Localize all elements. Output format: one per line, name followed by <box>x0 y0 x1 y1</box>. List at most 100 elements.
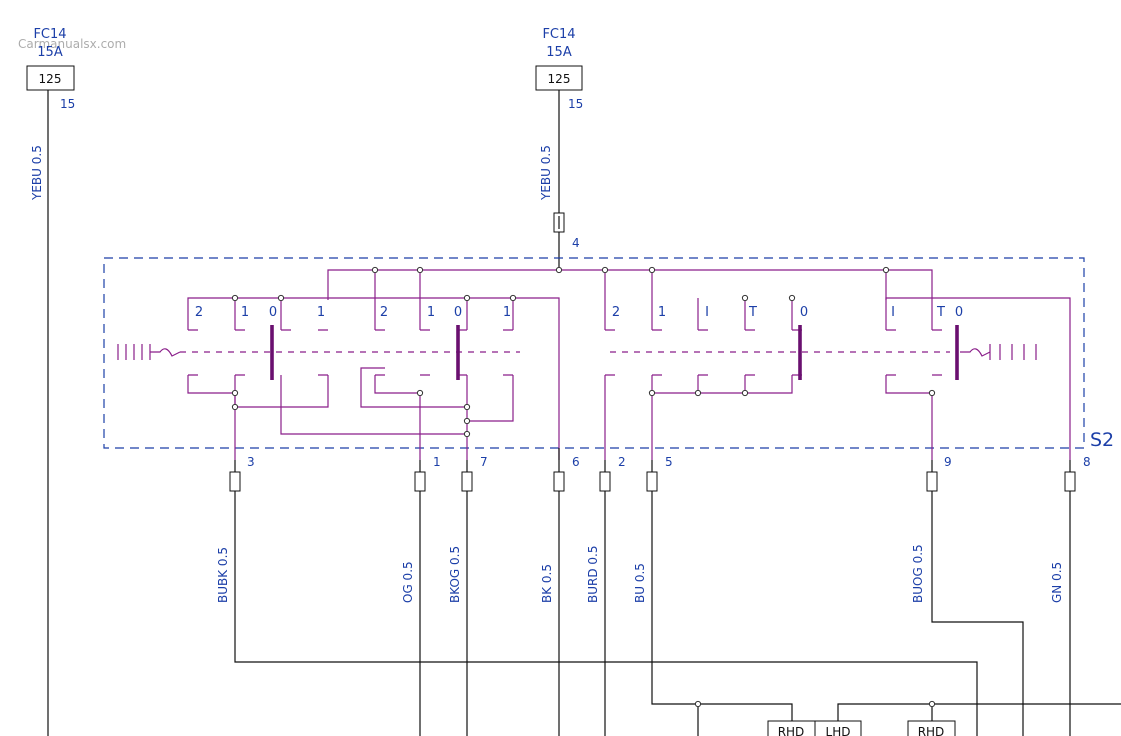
pos-label: 2 <box>380 305 388 320</box>
fuse-center-rating: 15A <box>546 45 572 60</box>
junction-dot <box>231 294 239 302</box>
junction-dot <box>741 294 749 302</box>
pos-label: 1 <box>658 305 666 320</box>
junction-dot <box>741 389 749 397</box>
junction-dot <box>416 266 424 274</box>
fuse-center-pin: 15 <box>568 97 583 111</box>
junction-dot <box>463 403 471 411</box>
pos-label: I <box>891 305 895 320</box>
wire-label: BKOG 0.5 <box>448 546 462 603</box>
position-labels-left: 2 1 0 1 2 1 0 1 <box>195 305 511 320</box>
switch-s2-label: S2 <box>1090 429 1114 451</box>
box-lhd <box>814 720 862 736</box>
wire-label: BUOG 0.5 <box>911 544 925 603</box>
junction-dot <box>648 266 656 274</box>
bus-left-upper <box>187 297 560 460</box>
pos-label: T <box>748 305 757 320</box>
junction-dot <box>555 266 563 274</box>
connector <box>646 471 658 492</box>
wire-label: GN 0.5 <box>1050 562 1064 603</box>
output-pin: 7 <box>480 455 488 469</box>
position-labels-right: 2 1 I T 0 I T 0 <box>612 305 963 320</box>
fuse-left-name: FC14 <box>33 27 66 42</box>
box-rhd-2-label: RHD <box>918 725 945 736</box>
wire-center-feed-label: YEBU 0.5 <box>539 145 553 201</box>
output-wires: BUBK 0.5 OG 0.5 BKOG 0.5 BK 0.5 BURD 0.5… <box>216 448 1121 736</box>
junction-dot <box>694 700 702 708</box>
output-pin: 6 <box>572 455 580 469</box>
junction-dot <box>882 266 890 274</box>
fuse-left-pin: 15 <box>60 97 75 111</box>
fuse-center: FC14 15A 125 15 YEBU 0.5 4 <box>535 27 583 270</box>
pos-label: 0 <box>800 305 808 320</box>
junction-dot <box>788 294 796 302</box>
lower-wire-e <box>374 375 421 460</box>
watermark: Carmanualsx.com <box>18 37 126 51</box>
pos-label: 2 <box>612 305 620 320</box>
fuse-left-box <box>26 65 75 91</box>
junction-dot <box>694 389 702 397</box>
pos-label: 0 <box>269 305 277 320</box>
fuse-center-name: FC14 <box>542 27 575 42</box>
connector <box>414 471 426 492</box>
contacts-lower <box>187 367 942 460</box>
fuse-center-box-label: 125 <box>548 72 571 86</box>
switch-internals: 2 1 0 1 2 1 0 1 2 1 I T 0 I T 0 <box>117 266 1071 460</box>
pos-label: 1 <box>241 305 249 320</box>
output-pin: 5 <box>665 455 673 469</box>
junction-dot <box>277 294 285 302</box>
junction-dot <box>416 389 424 397</box>
wire-bu-rhd <box>698 703 793 722</box>
switch-input-pin: 4 <box>572 236 580 250</box>
connector <box>926 471 938 492</box>
box-lhd-label: LHD <box>826 725 851 736</box>
output-pins: 3 1 7 6 2 5 9 8 <box>229 455 1091 492</box>
junction-dot <box>509 294 517 302</box>
box-rhd-1-label: RHD <box>778 725 805 736</box>
connector <box>1064 471 1076 492</box>
wire-label: BK 0.5 <box>540 564 554 603</box>
knob-right-icon <box>960 344 1037 360</box>
junction-dot <box>928 700 936 708</box>
fuse-left-rating: 15A <box>37 45 63 60</box>
junction-dot <box>231 403 239 411</box>
bottom-boxes: RHD LHD RHD <box>767 720 956 736</box>
wire-lhd-bus <box>837 703 1121 722</box>
pos-label: T <box>936 305 945 320</box>
pos-label: 2 <box>195 305 203 320</box>
connector <box>229 471 241 492</box>
junction-dot <box>463 417 471 425</box>
pos-label: I <box>705 305 709 320</box>
lower-wire-m <box>885 375 933 460</box>
box-rhd-2 <box>907 720 956 736</box>
junction-dots <box>231 266 936 438</box>
lower-wire-g <box>467 375 514 422</box>
junction-dot <box>371 266 379 274</box>
bus-top <box>327 269 933 300</box>
wire-left-feed-label: YEBU 0.5 <box>30 145 44 201</box>
knob-left-icon <box>117 344 181 360</box>
connector <box>553 471 565 492</box>
lower-wire-d <box>360 367 467 408</box>
junction-dot <box>463 294 471 302</box>
junction-dot <box>601 266 609 274</box>
pos-label: 0 <box>454 305 462 320</box>
junction-dot <box>648 389 656 397</box>
connector <box>461 471 473 492</box>
junction-dot <box>463 430 471 438</box>
wire-bubk <box>234 491 978 736</box>
contacts-upper <box>188 298 942 331</box>
wire-buog <box>931 491 1024 736</box>
junction-dot <box>928 389 936 397</box>
wire-label: BURD 0.5 <box>586 546 600 604</box>
pos-label: 1 <box>427 305 435 320</box>
lower-wire-a <box>187 375 236 460</box>
wire-label: BUBK 0.5 <box>216 547 230 603</box>
lower-wire-j <box>652 375 793 394</box>
pos-label: 1 <box>503 305 511 320</box>
pos-label: 0 <box>955 305 963 320</box>
pos-label: 1 <box>317 305 325 320</box>
fuse-left: Carmanualsx.com FC14 15A 125 15 YEBU 0.5 <box>18 27 126 736</box>
wire-label: BU 0.5 <box>633 563 647 603</box>
